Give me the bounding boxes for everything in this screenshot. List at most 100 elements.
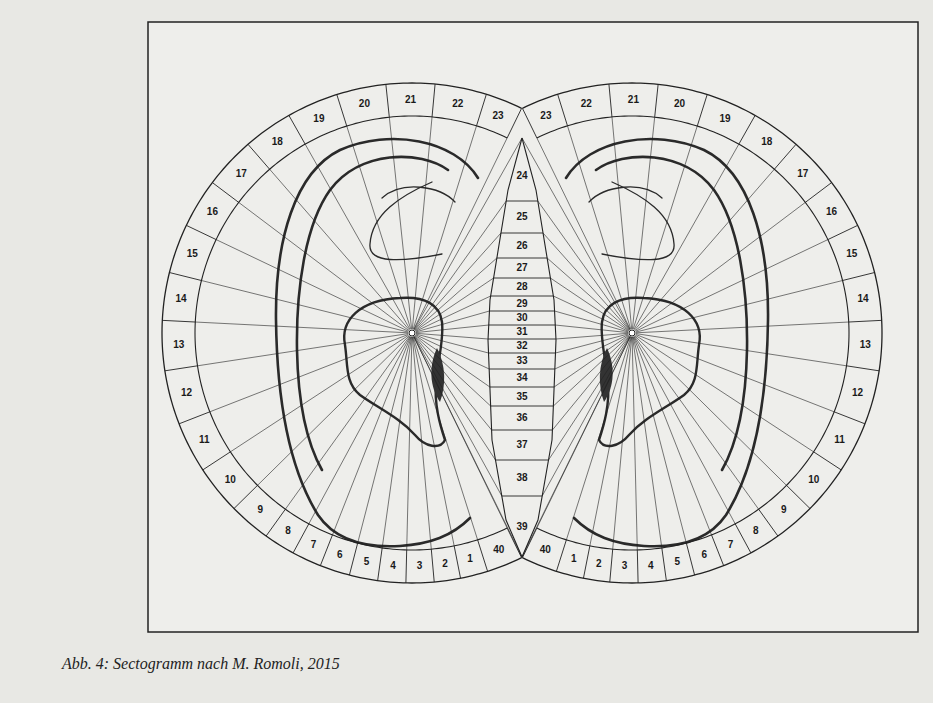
sector-number: 11 — [199, 435, 210, 445]
ear-center-dot — [409, 330, 415, 336]
crus-line — [382, 187, 455, 202]
sector-ray — [636, 334, 834, 411]
sector-divider — [556, 540, 566, 571]
sector-number: 17 — [236, 169, 247, 179]
diamond-divider — [491, 406, 554, 407]
diamond-number: 28 — [516, 282, 527, 292]
sector-number: 40 — [493, 545, 504, 555]
sector-ray — [543, 233, 629, 330]
sector-divider — [289, 115, 305, 144]
sector-ray — [305, 144, 410, 329]
sector-ray — [413, 337, 477, 540]
sector-number: 1 — [571, 554, 577, 564]
diamond-divider — [489, 353, 556, 354]
sector-divider — [337, 95, 347, 126]
outer-circle — [162, 83, 522, 583]
sector-divider — [162, 320, 195, 322]
sector-ray — [389, 117, 411, 329]
sector-divider — [507, 108, 521, 138]
sector-number: 22 — [581, 99, 592, 109]
sector-divider — [558, 94, 568, 126]
sector-number: 16 — [826, 207, 837, 217]
sector-number: 10 — [808, 475, 819, 485]
sector-number: 16 — [207, 207, 218, 217]
diamond-divider — [489, 325, 556, 326]
sector-ray — [634, 144, 739, 329]
sector-number: 18 — [272, 137, 283, 147]
sector-ray — [239, 202, 409, 330]
sector-ray — [522, 337, 630, 557]
sector-ray — [414, 337, 522, 557]
sector-ray — [590, 337, 631, 546]
sector-divider — [507, 528, 521, 558]
sector-ray — [257, 336, 409, 486]
sector-number: 19 — [313, 114, 324, 124]
figure-frame — [148, 22, 918, 632]
diamond-divider — [494, 278, 551, 279]
sector-ray — [412, 117, 432, 329]
sector-ray — [635, 336, 787, 486]
sector-divider — [478, 540, 488, 571]
sector-ray — [547, 258, 629, 330]
sector-number: 2 — [442, 559, 448, 569]
sector-ray — [332, 337, 410, 535]
sector-divider — [431, 549, 434, 582]
sector-ray — [634, 337, 735, 524]
sector-divider — [248, 144, 270, 169]
sector-divider — [165, 366, 198, 371]
sector-ray — [216, 240, 408, 332]
sector-divider — [320, 535, 332, 566]
sector-number: 12 — [852, 388, 863, 398]
sector-number: 6 — [701, 550, 707, 560]
sector-number: 23 — [493, 111, 504, 121]
sector-ray — [556, 333, 628, 339]
diamond-number: 34 — [516, 373, 527, 383]
diamond-divider — [488, 339, 556, 340]
sector-ray — [567, 126, 630, 329]
sector-divider — [522, 108, 536, 138]
sector-ray — [555, 325, 628, 333]
diamond-number: 31 — [516, 327, 527, 337]
sector-ray — [635, 169, 775, 330]
diamond-number: 38 — [516, 473, 527, 483]
sector-ray — [552, 336, 629, 430]
sector-divider — [432, 84, 435, 117]
sector-divider — [655, 84, 658, 117]
diamond-number: 30 — [516, 313, 527, 323]
sector-ray — [309, 337, 410, 524]
sector-divider — [266, 509, 285, 536]
sector-ray — [415, 233, 501, 330]
outer-circle — [522, 83, 882, 583]
diamond-number: 36 — [516, 413, 527, 423]
diamond-number: 32 — [516, 341, 527, 351]
sector-ray — [415, 278, 493, 331]
diamond-number: 39 — [516, 522, 527, 532]
sectogram-grid — [162, 83, 882, 583]
diamond-divider — [496, 460, 549, 461]
diamond-number: 26 — [516, 241, 527, 251]
sector-number: 15 — [846, 249, 857, 259]
sector-ray — [407, 337, 412, 550]
sector-ray — [633, 337, 711, 535]
sector-ray — [210, 334, 408, 411]
sector-divider — [686, 543, 694, 575]
sector-number: 9 — [257, 505, 263, 515]
helix-line — [276, 139, 478, 546]
sector-ray — [636, 334, 847, 366]
sector-number: 20 — [674, 99, 685, 109]
sector-ray — [416, 325, 489, 333]
sector-divider — [843, 273, 875, 281]
antihelix-line — [297, 157, 448, 470]
sector-ray — [634, 336, 758, 509]
figure-caption: Abb. 4: Sectogramm nach M. Romoli, 2015 — [62, 655, 340, 673]
sector-ray — [612, 117, 632, 329]
sector-ray — [636, 240, 828, 332]
diamond-number: 25 — [516, 212, 527, 222]
diamond-divider — [491, 296, 554, 297]
sector-divider — [405, 550, 407, 583]
diamond-divider — [489, 311, 554, 312]
sector-divider — [477, 94, 487, 126]
sector-ray — [555, 311, 629, 332]
